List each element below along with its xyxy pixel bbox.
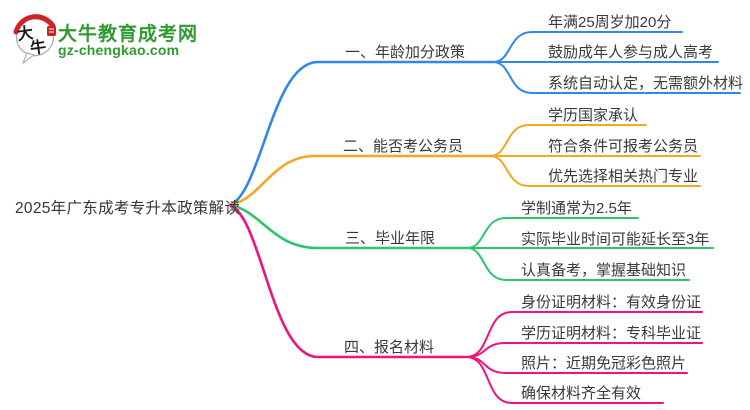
branch-age-main-line [228,60,495,207]
child-node: 学制通常为2.5年 [521,200,632,217]
branch-civil-child-line-3 [489,155,701,187]
branch-civil-child-line-1 [489,124,647,157]
branch-material-main-line [228,203,468,359]
branch-age-child-line-3 [492,61,741,94]
child-node: 确保材料齐全有效 [521,385,642,402]
child-node: 系统自动认定，无需额外材料 [548,75,744,92]
branch-grad-main-line [228,203,469,250]
branch-material-child-line-4 [465,356,664,404]
logo-char-top: 大 [16,23,35,44]
branch-civil-main-line [228,154,492,207]
child-node: 鼓励成年人参与成人高考 [548,44,714,61]
logo-char-bottom: 牛 [29,37,48,58]
child-node: 身份证明材料：有效身份证 [521,294,702,311]
child-node: 实际毕业时间可能延长至3年 [521,231,710,248]
branch-material-child-line-1 [465,311,703,358]
logo-red-arc [13,14,56,35]
branch-label-civil: 二、能否考公务员 [343,138,464,155]
child-node: 优先选择相关热门专业 [548,168,699,185]
logo-bubble-icon: 大 牛 [13,14,56,65]
child-node: 学历国家承认 [548,107,639,124]
bubble-tail [21,52,36,65]
branch-age-child-line-1 [492,31,683,63]
child-node: 学历证明材料：专科毕业证 [521,325,702,342]
child-node: 照片：近期免冠彩色照片 [521,355,687,372]
child-node: 年满25周岁加20分 [548,14,672,31]
branch-grad-child-line-3 [466,247,690,281]
branch-grad-child-line-1 [466,217,639,249]
child-node: 符合条件可报考公务员 [548,138,699,155]
site-url: gz-chengkao.com [58,42,180,58]
site-name: 大牛教育成考网 [58,24,199,45]
branch-label-age: 一、年龄加分政策 [345,44,466,61]
child-node: 认真备考，掌握基础知识 [521,262,687,279]
logo-seal [47,26,56,36]
logo-seal-mark [49,28,54,33]
branch-label-material: 四、报名材料 [344,339,435,356]
branch-label-grad: 三、毕业年限 [345,230,436,247]
central-topic: 2025年广东成考专升本政策解读 [15,200,241,217]
